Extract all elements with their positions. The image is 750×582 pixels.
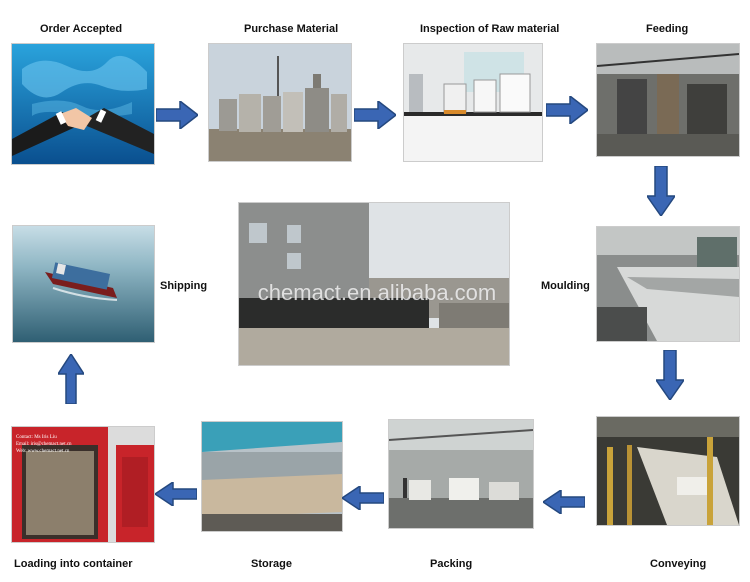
arrow-up-1 — [58, 354, 84, 404]
label-purchase-material: Purchase Material — [244, 23, 339, 35]
label-storage: Storage — [251, 558, 292, 570]
label-moulding: Moulding — [541, 280, 590, 292]
label-shipping: Shipping — [160, 280, 208, 292]
packing-photo — [388, 419, 534, 529]
factory-photo — [238, 202, 510, 366]
loading-photo — [11, 426, 155, 543]
label-feeding: Feeding — [646, 23, 689, 35]
order-accepted-photo — [11, 43, 155, 165]
label-packing: Packing — [430, 558, 473, 570]
arrow-right-1 — [156, 101, 198, 129]
inspection-photo — [403, 43, 543, 162]
arrow-right-2 — [354, 101, 396, 129]
arrow-down-1 — [647, 166, 675, 216]
arrow-left-2 — [342, 486, 384, 510]
label-inspection: Inspection of Raw material — [420, 23, 560, 35]
web-line: Web: www.chemact.net.cn — [16, 449, 70, 454]
label-order-accepted: Order Accepted — [40, 23, 123, 35]
purchase-material-photo — [208, 43, 352, 162]
arrow-down-2 — [656, 350, 684, 400]
container-contact-note: Contact: Ms Iris Liu Email: iris@chemact… — [16, 434, 72, 455]
contact-line: Contact: Ms Iris Liu — [16, 435, 57, 440]
feeding-photo — [596, 43, 740, 157]
conveying-photo — [596, 416, 740, 526]
arrow-left-1 — [543, 490, 585, 514]
email-line: Email: iris@chemact.net.cn — [16, 442, 72, 447]
arrow-left-3 — [155, 482, 197, 506]
storage-photo — [201, 421, 343, 532]
shipping-photo — [12, 225, 155, 343]
label-loading: Loading into container — [14, 558, 133, 570]
moulding-photo — [596, 226, 740, 342]
watermark-text: chemact.en.alibaba.com — [257, 280, 497, 305]
arrow-right-3 — [546, 96, 588, 124]
label-conveying: Conveying — [650, 558, 707, 570]
